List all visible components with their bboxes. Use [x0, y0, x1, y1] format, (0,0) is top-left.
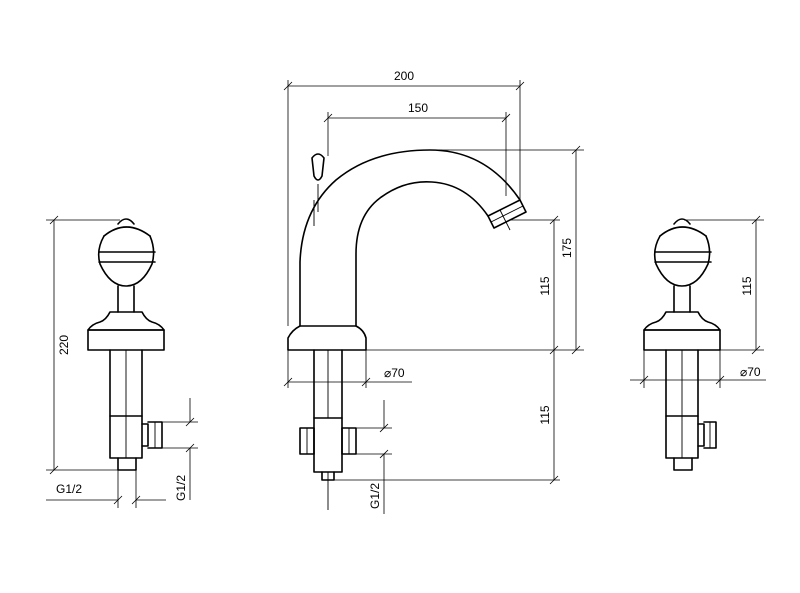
dim-base-diameter-center: ⌀70	[384, 366, 405, 380]
dim-reach: 150	[408, 101, 428, 115]
dim-side-handle-height: 115	[740, 276, 754, 295]
center-spout	[287, 149, 527, 510]
left-valve	[87, 218, 165, 471]
dim-spout-outlet-height: 115	[538, 276, 552, 295]
right-dimensions: 115 ⌀70	[630, 215, 766, 388]
left-dimensions: 220 G1/2 G1/2	[46, 215, 198, 508]
dim-base-diameter-right: ⌀70	[740, 365, 761, 379]
dim-thread-left-a: G1/2	[56, 482, 82, 496]
dim-spout-height-total: 175	[560, 238, 574, 258]
dim-overall-width: 200	[394, 69, 414, 83]
center-dimensions: 200 150 175 115 115 ⌀70 G1/2	[283, 69, 584, 514]
dim-thread-center: G1/2	[368, 483, 382, 509]
dim-thread-left-b: G1/2	[174, 475, 188, 501]
dim-below-deck-length: 115	[538, 405, 552, 424]
right-valve	[643, 218, 721, 471]
dim-overall-height: 220	[57, 335, 71, 355]
